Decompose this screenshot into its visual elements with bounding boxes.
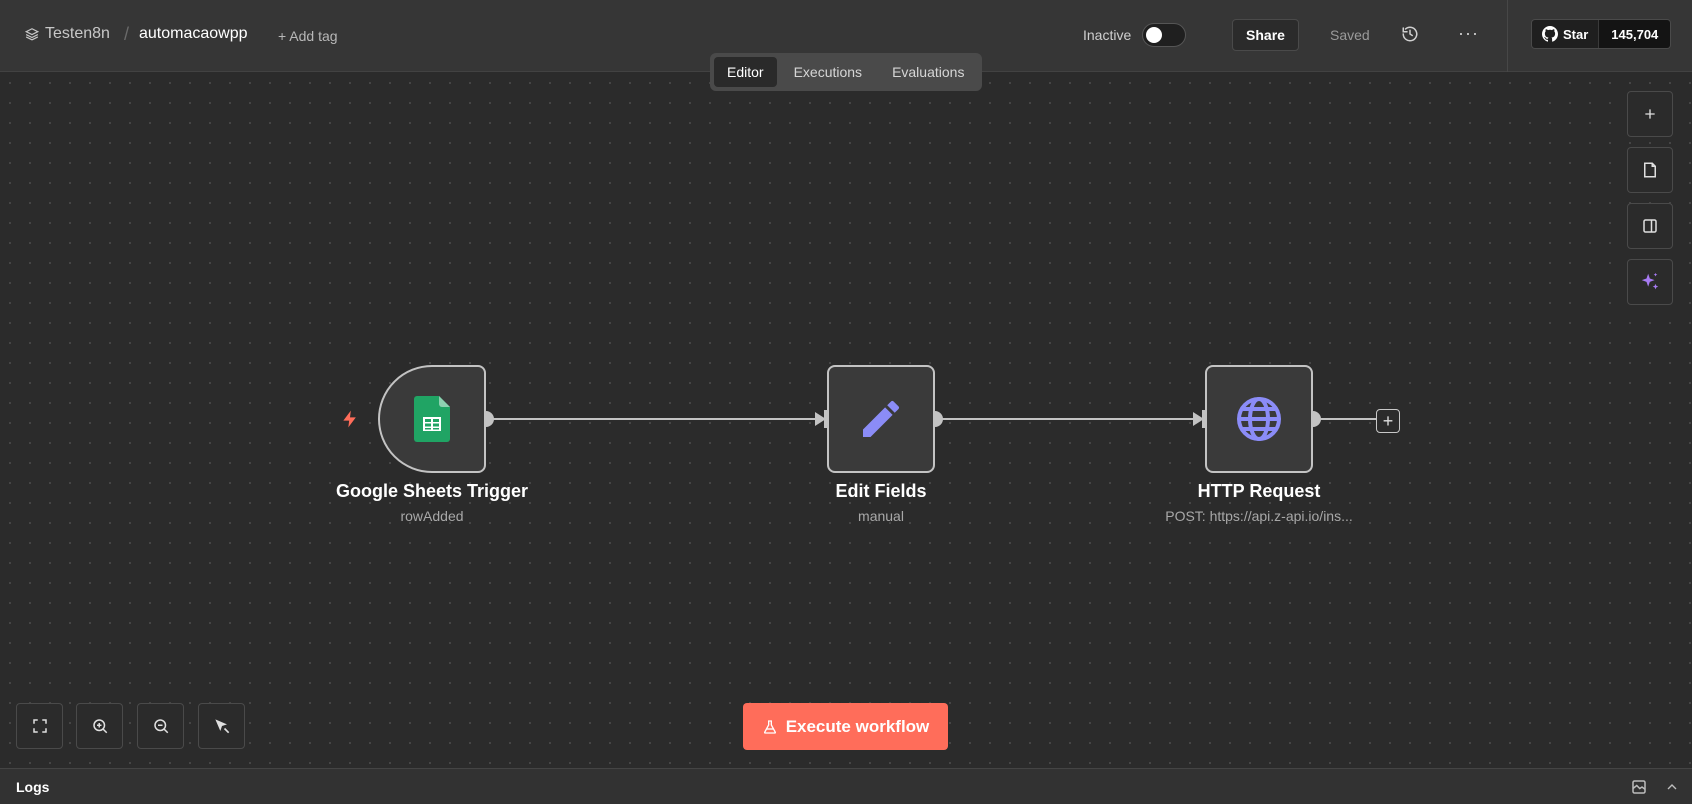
node-title: Google Sheets Trigger xyxy=(335,481,529,501)
node-title: Edit Fields xyxy=(835,481,927,501)
github-icon xyxy=(1542,26,1558,42)
toggle-knob xyxy=(1146,27,1162,43)
globe-icon xyxy=(1237,397,1281,441)
logs-popout-icon[interactable] xyxy=(1630,778,1648,796)
more-options-icon[interactable]: ··· xyxy=(1458,23,1479,43)
node-subtitle: POST: https://api.z-api.io/ins... xyxy=(1165,508,1353,524)
ai-assistant-button[interactable] xyxy=(1627,259,1673,305)
project-name: Testen8n xyxy=(45,25,110,42)
breadcrumb-project[interactable]: Testen8n xyxy=(25,25,110,43)
execute-workflow-button[interactable]: Execute workflow xyxy=(743,703,948,750)
node-subtitle: manual xyxy=(858,508,904,524)
zoom-in-icon xyxy=(92,719,107,734)
fit-view-button[interactable] xyxy=(16,703,63,749)
zoom-out-button[interactable] xyxy=(137,703,184,749)
flask-icon xyxy=(763,719,776,734)
share-button[interactable]: Share xyxy=(1232,19,1299,51)
add-next-node-button[interactable]: + xyxy=(1376,409,1400,433)
toggle-panel-button[interactable] xyxy=(1627,203,1673,249)
add-sticky-button[interactable] xyxy=(1627,147,1673,193)
add-tag-button[interactable]: + Add tag xyxy=(278,28,338,44)
pencil-icon xyxy=(863,400,899,437)
view-tabs: Editor Executions Evaluations xyxy=(710,53,982,91)
tab-evaluations[interactable]: Evaluations xyxy=(892,64,965,80)
tidy-up-icon xyxy=(214,719,229,734)
logs-label: Logs xyxy=(16,779,50,795)
node-subtitle: rowAdded xyxy=(400,508,464,524)
github-star-count: 145,704 xyxy=(1598,20,1671,48)
fit-view-icon xyxy=(32,719,47,733)
tab-editor[interactable]: Editor xyxy=(714,57,777,87)
tidy-up-button[interactable] xyxy=(198,703,245,749)
github-star-button[interactable]: Star xyxy=(1532,20,1599,48)
sticky-note-icon xyxy=(1644,162,1656,178)
node-http-request[interactable] xyxy=(1205,365,1313,473)
plus-icon xyxy=(1645,109,1655,119)
layers-icon xyxy=(25,28,39,41)
chevron-up-icon[interactable] xyxy=(1664,779,1680,795)
breadcrumb-separator: / xyxy=(124,24,130,44)
active-status-label: Inactive xyxy=(1083,27,1132,43)
plus-icon: + xyxy=(1382,411,1394,431)
tab-executions[interactable]: Executions xyxy=(793,64,863,80)
active-toggle[interactable] xyxy=(1142,23,1186,47)
github-star-label: Star xyxy=(1563,26,1589,42)
workflow-name[interactable]: automacaowpp xyxy=(139,25,248,42)
execute-workflow-label: Execute workflow xyxy=(785,716,930,736)
saved-status: Saved xyxy=(1330,27,1370,43)
zoom-out-icon xyxy=(153,719,168,734)
logs-panel[interactable]: Logs xyxy=(0,768,1692,804)
ai-sparkle-icon xyxy=(1641,272,1659,290)
node-title: HTTP Request xyxy=(1197,481,1321,501)
header-divider xyxy=(1507,0,1508,72)
node-google-sheets-trigger[interactable] xyxy=(378,365,486,473)
google-sheets-icon xyxy=(414,396,450,442)
add-node-button[interactable] xyxy=(1627,91,1673,137)
trigger-bolt-icon xyxy=(343,410,356,428)
panel-icon xyxy=(1643,219,1657,233)
node-edit-fields[interactable] xyxy=(827,365,935,473)
history-icon[interactable] xyxy=(1401,25,1419,43)
zoom-in-button[interactable] xyxy=(76,703,123,749)
github-star-widget[interactable]: Star 145,704 xyxy=(1531,19,1672,49)
